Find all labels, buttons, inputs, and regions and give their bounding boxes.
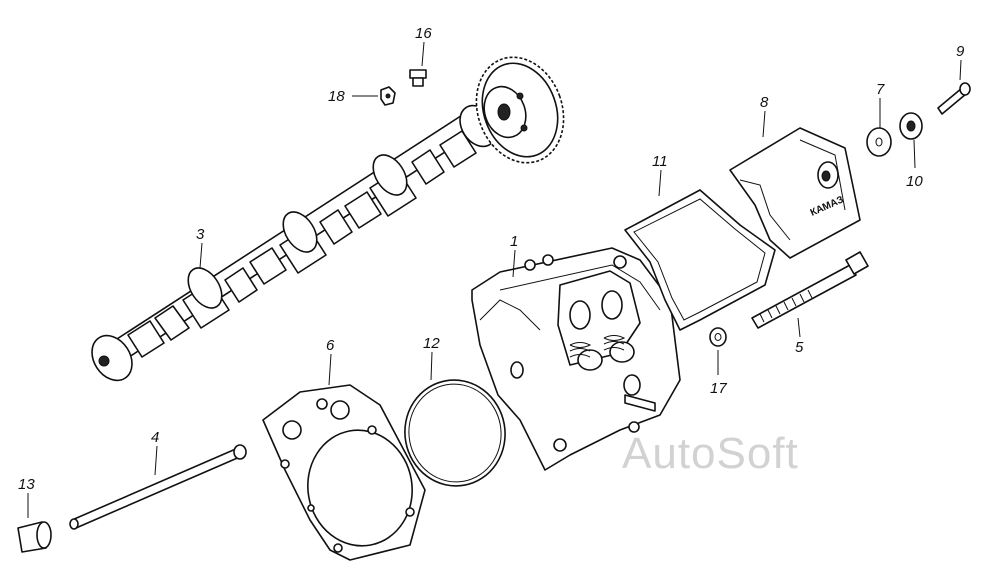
callout-13: 13 bbox=[18, 476, 35, 493]
cover-gasket bbox=[624, 189, 776, 331]
valve-cover: КАМАЗ bbox=[729, 127, 861, 259]
bolt-16 bbox=[409, 69, 427, 87]
push-rod bbox=[69, 444, 247, 530]
callout-3: 3 bbox=[196, 226, 205, 243]
watermark-text: AutoSoft bbox=[622, 429, 799, 478]
callout-17: 17 bbox=[710, 380, 727, 397]
callout-5: 5 bbox=[795, 339, 804, 356]
head-gasket bbox=[262, 384, 426, 561]
callout-6: 6 bbox=[326, 337, 335, 354]
tappet-13 bbox=[17, 521, 52, 553]
callout-18: 18 bbox=[328, 88, 345, 105]
callout-7: 7 bbox=[876, 81, 885, 98]
bolt-9 bbox=[937, 82, 971, 115]
cylinder-head bbox=[471, 247, 681, 471]
clip-18 bbox=[380, 86, 396, 106]
o-ring-12 bbox=[404, 379, 506, 487]
washer-7 bbox=[866, 127, 892, 157]
camshaft-lobes bbox=[91, 104, 497, 382]
leader-lines bbox=[27, 41, 962, 518]
camshaft-gear bbox=[475, 56, 565, 164]
callout-12: 12 bbox=[423, 335, 440, 352]
callout-16: 16 bbox=[415, 25, 432, 42]
callout-1: 1 bbox=[510, 233, 518, 250]
callout-labels: 1 3 4 5 6 7 8 9 10 11 12 13 16 17 18 bbox=[18, 25, 965, 493]
callout-9: 9 bbox=[956, 43, 965, 60]
callout-10: 10 bbox=[906, 173, 923, 190]
bolt-5 bbox=[751, 251, 869, 329]
camshaft bbox=[91, 56, 565, 382]
callout-8: 8 bbox=[760, 94, 769, 111]
washer-17 bbox=[709, 327, 727, 347]
callout-4: 4 bbox=[151, 429, 159, 446]
grommet-10 bbox=[899, 112, 923, 140]
callout-11: 11 bbox=[652, 153, 668, 170]
